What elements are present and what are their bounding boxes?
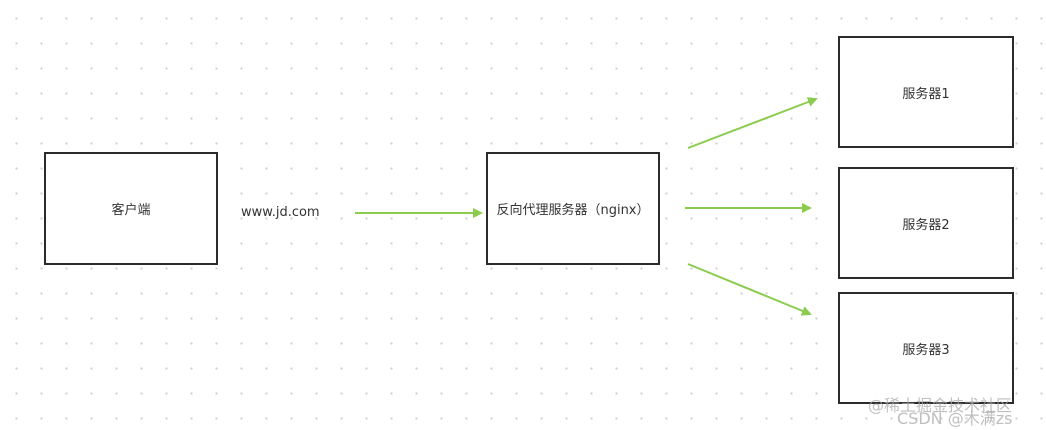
edge-label-domain: www.jd.com	[241, 205, 320, 220]
reverse-proxy-node: 反向代理服务器（nginx）	[486, 152, 660, 265]
arrow-proxy-to-server3	[687, 263, 812, 316]
server3-node-label: 服务器3	[902, 342, 950, 358]
server2-node-label: 服务器2	[902, 217, 950, 233]
server1-node: 服务器1	[838, 36, 1014, 148]
server1-node-label: 服务器1	[902, 86, 950, 102]
server2-node: 服务器2	[838, 167, 1014, 279]
reverse-proxy-node-label: 反向代理服务器（nginx）	[496, 203, 650, 218]
client-node: 客户端	[44, 152, 218, 265]
arrow-proxy-to-server1	[687, 97, 818, 149]
server3-node: 服务器3	[838, 292, 1014, 404]
csdn-watermark: CSDN @木满zs	[897, 409, 1013, 428]
client-node-label: 客户端	[111, 203, 151, 218]
juejin-watermark: @稀土掘金技术社区	[868, 396, 1013, 415]
